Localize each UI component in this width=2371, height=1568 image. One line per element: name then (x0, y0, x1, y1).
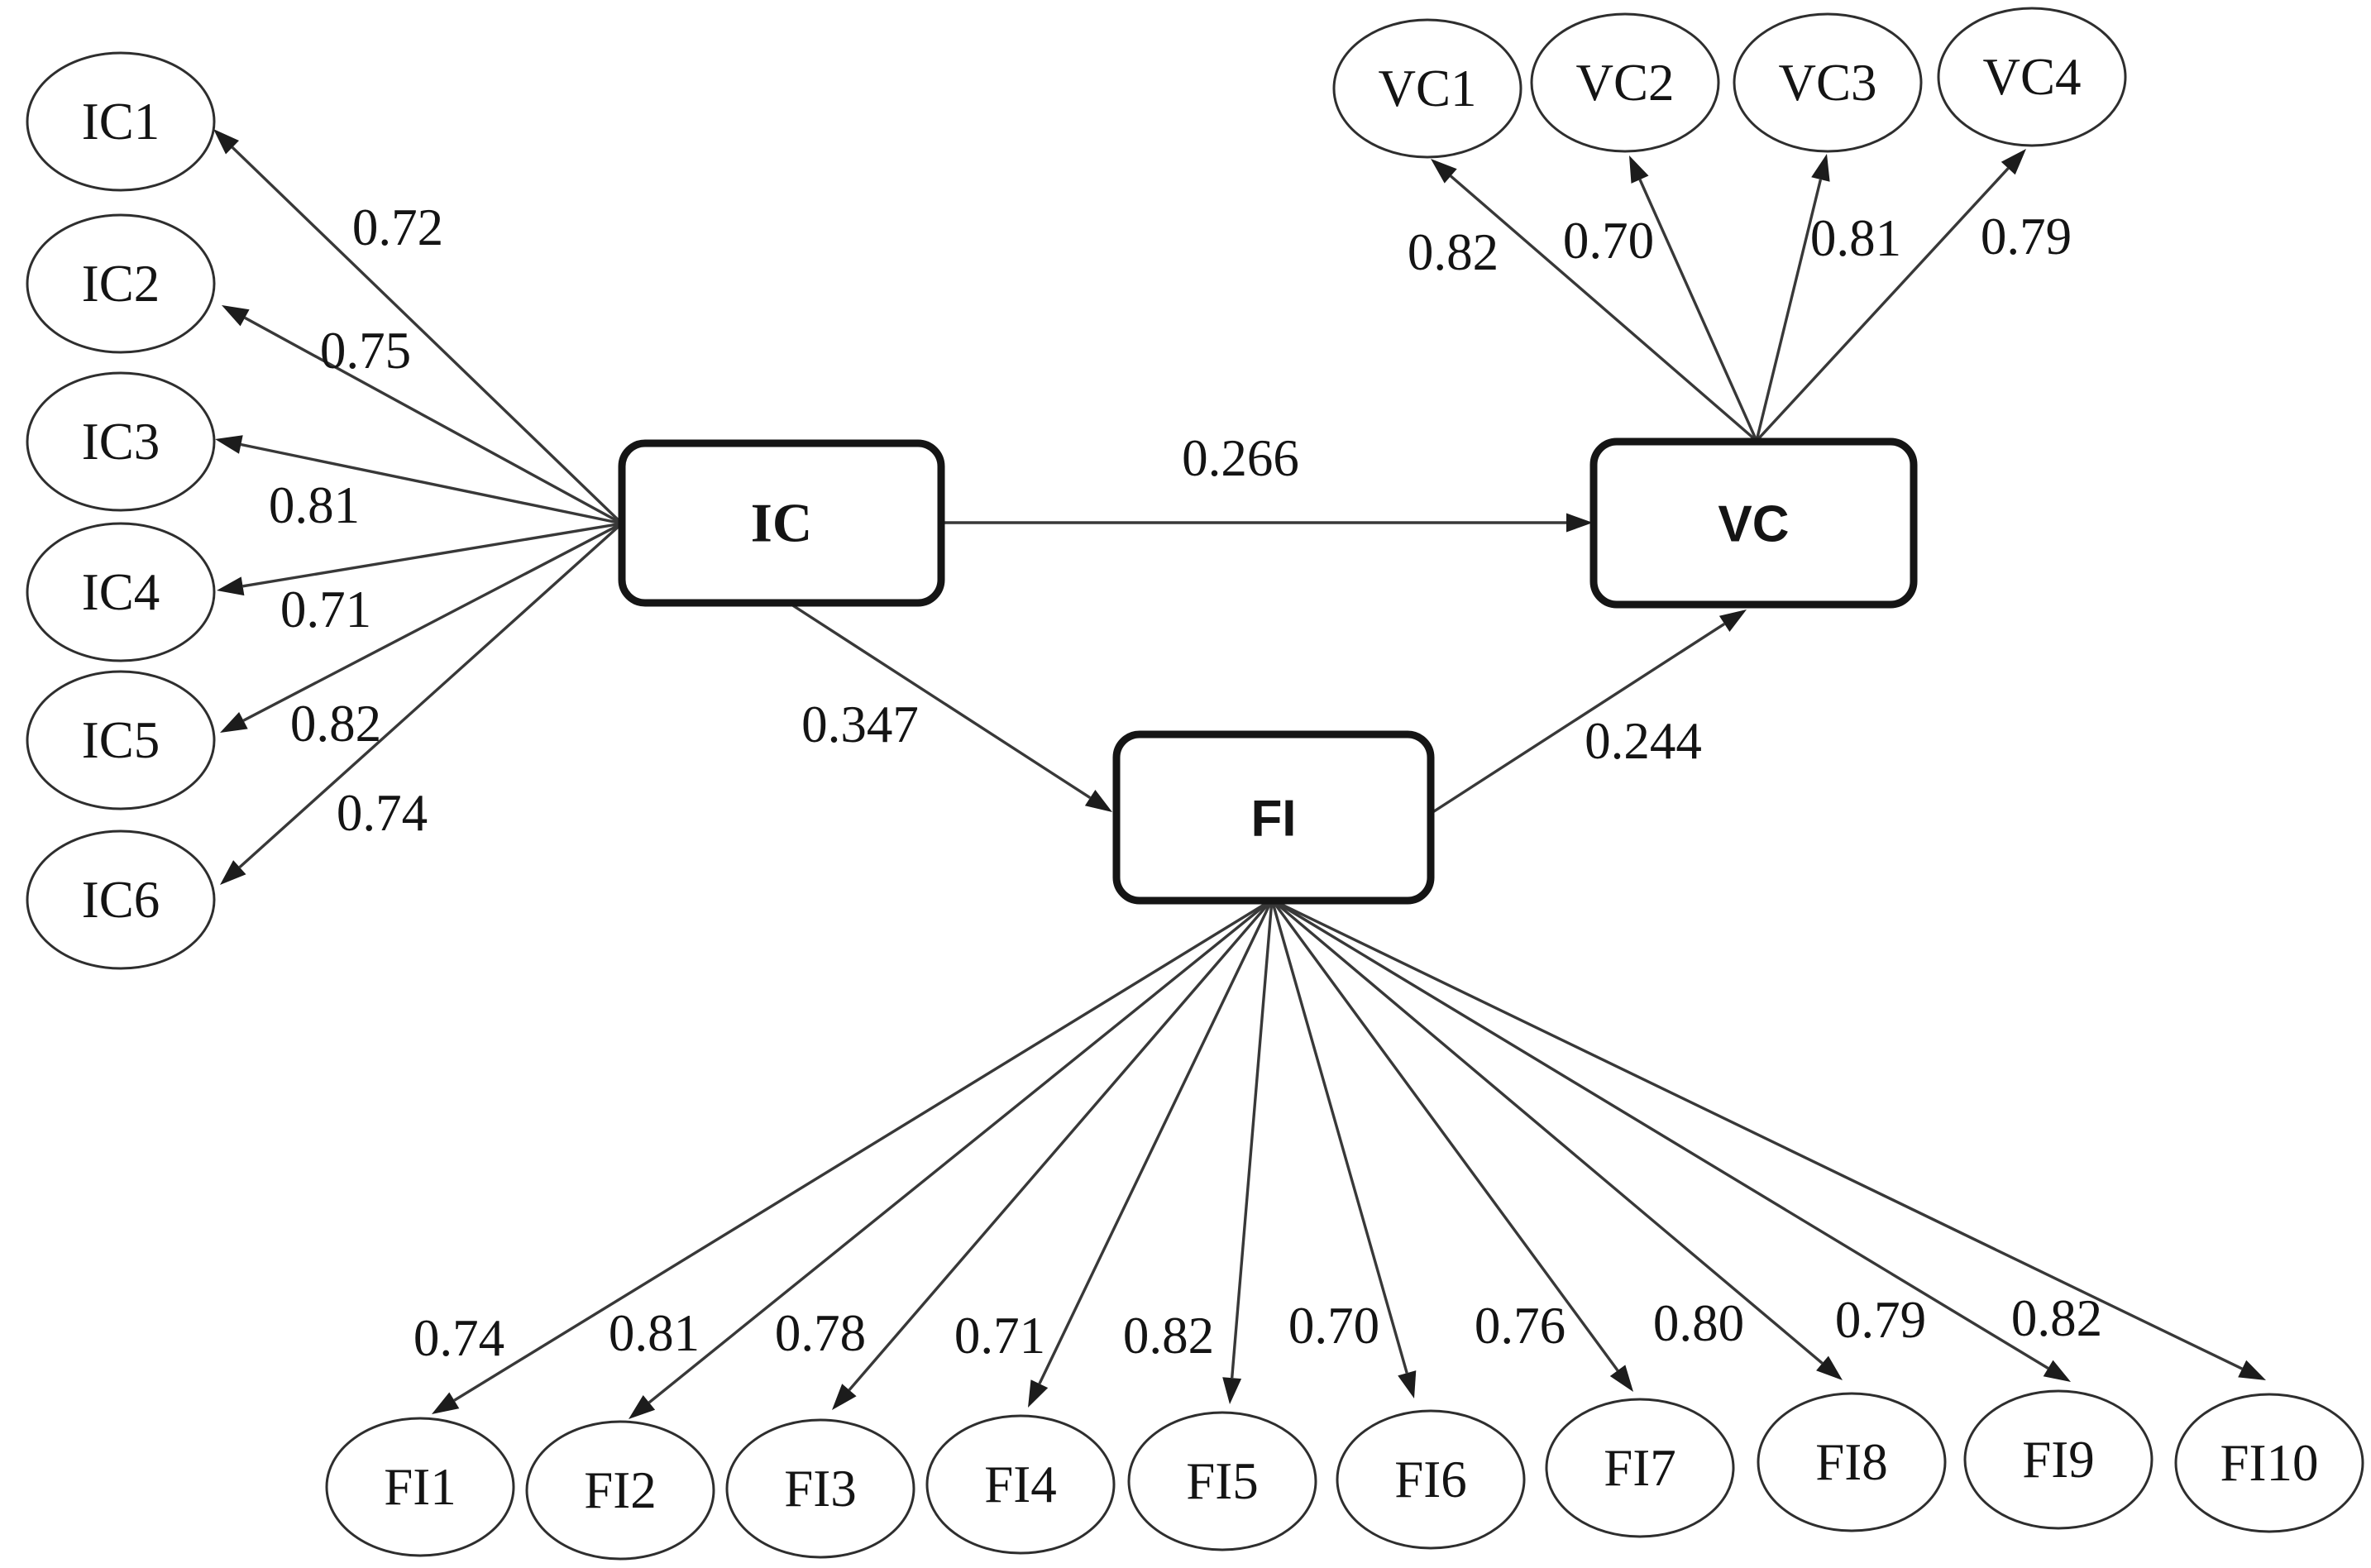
svg-text:FI5: FI5 (1186, 1452, 1259, 1510)
svg-text:0.266: 0.266 (1182, 429, 1299, 487)
svg-text:0.74: 0.74 (337, 784, 428, 842)
svg-text:VC4: VC4 (1982, 48, 2081, 106)
svg-text:FI7: FI7 (1604, 1439, 1676, 1497)
svg-text:FI3: FI3 (784, 1460, 857, 1518)
svg-text:0.82: 0.82 (2011, 1289, 2102, 1347)
svg-text:0.82: 0.82 (290, 695, 381, 753)
svg-text:FI2: FI2 (584, 1461, 657, 1519)
svg-text:IC6: IC6 (82, 871, 160, 929)
svg-text:0.75: 0.75 (320, 322, 411, 380)
svg-text:0.244: 0.244 (1585, 712, 1702, 770)
svg-text:0.76: 0.76 (1475, 1297, 1566, 1355)
svg-text:FI6: FI6 (1394, 1451, 1467, 1508)
svg-text:IC5: IC5 (82, 711, 160, 769)
svg-text:0.81: 0.81 (1810, 209, 1901, 267)
svg-text:0.81: 0.81 (609, 1304, 700, 1362)
svg-text:FI1: FI1 (384, 1458, 457, 1516)
svg-text:0.347: 0.347 (801, 696, 919, 753)
svg-text:FI10: FI10 (2220, 1434, 2318, 1492)
svg-text:FI: FI (1250, 791, 1296, 848)
svg-text:VC: VC (1718, 496, 1789, 553)
svg-text:0.79: 0.79 (1835, 1291, 1926, 1349)
svg-text:0.82: 0.82 (1408, 223, 1499, 281)
svg-text:0.72: 0.72 (352, 198, 443, 256)
svg-text:0.80: 0.80 (1653, 1294, 1744, 1352)
svg-text:IC: IC (751, 493, 812, 554)
svg-text:0.82: 0.82 (1123, 1307, 1214, 1365)
svg-text:0.70: 0.70 (1563, 212, 1654, 270)
svg-text:VC3: VC3 (1778, 54, 1876, 112)
svg-text:0.74: 0.74 (413, 1309, 504, 1367)
svg-text:0.81: 0.81 (269, 476, 360, 534)
svg-text:IC1: IC1 (82, 93, 160, 151)
svg-text:0.78: 0.78 (775, 1304, 866, 1362)
svg-text:IC3: IC3 (82, 413, 160, 471)
svg-text:0.71: 0.71 (280, 581, 371, 638)
svg-text:VC1: VC1 (1378, 60, 1476, 117)
svg-text:IC2: IC2 (82, 255, 160, 313)
svg-text:0.70: 0.70 (1288, 1297, 1379, 1355)
svg-text:FI4: FI4 (984, 1456, 1057, 1513)
svg-text:0.79: 0.79 (1981, 208, 2072, 265)
svg-text:IC4: IC4 (82, 563, 160, 621)
svg-text:FI9: FI9 (2022, 1431, 2095, 1489)
svg-text:FI8: FI8 (1815, 1433, 1888, 1491)
svg-text:0.71: 0.71 (954, 1307, 1045, 1365)
svg-text:VC2: VC2 (1575, 54, 1674, 112)
